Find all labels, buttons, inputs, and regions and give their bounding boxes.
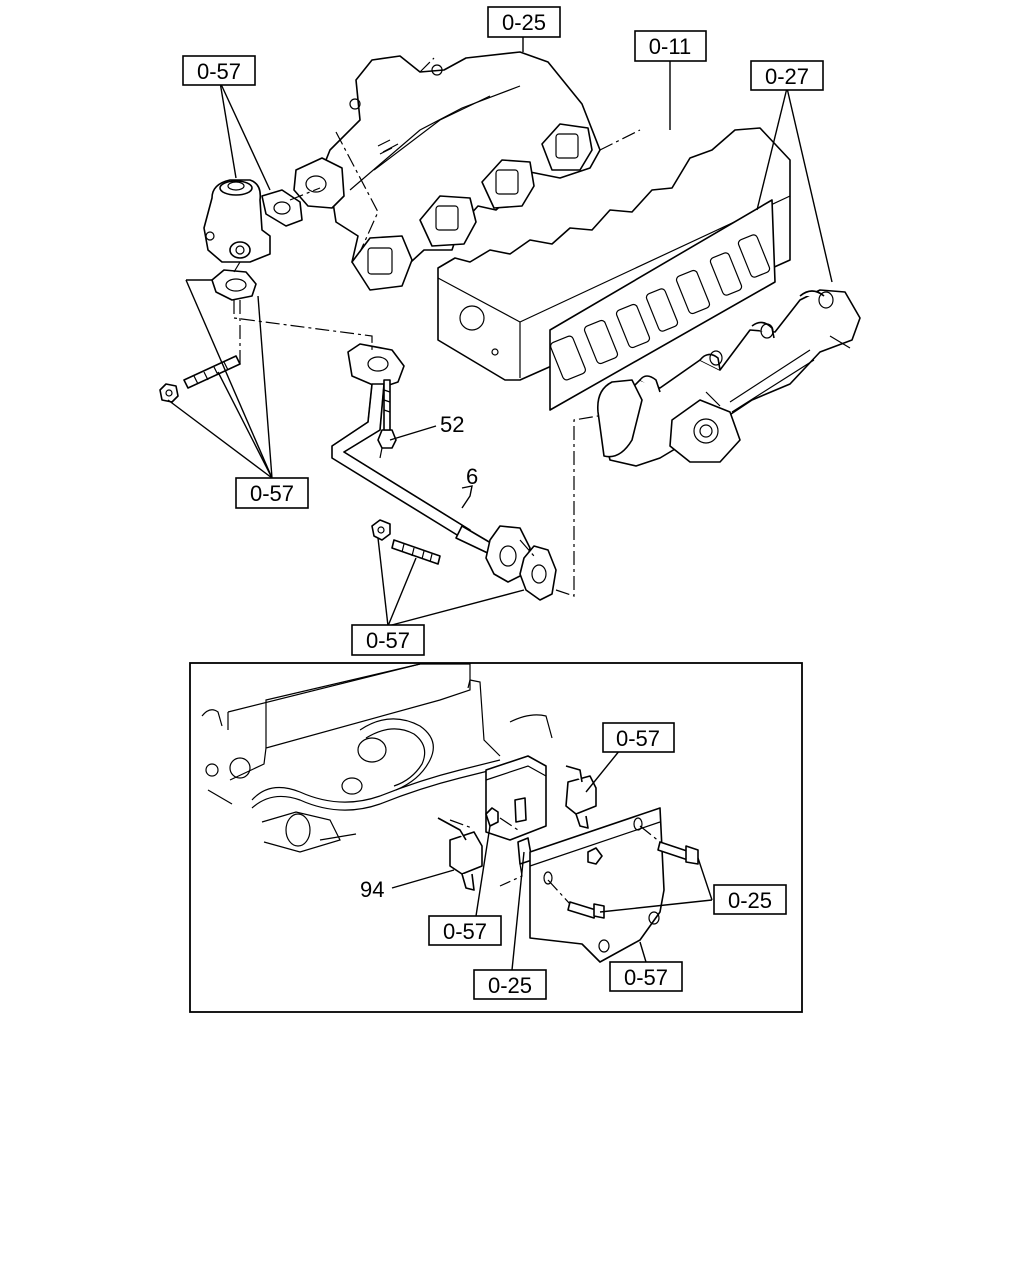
callout-fasteners-upper-ref: 0-57 (235, 477, 309, 509)
svg-text:0-27: 0-27 (765, 64, 809, 89)
inset-panel (189, 662, 803, 1013)
callout-fasteners-lower-ref: 0-57 (351, 624, 425, 656)
bolt-52 (377, 379, 397, 449)
egr-pipe (331, 343, 531, 583)
egr-pipe-gasket (519, 545, 557, 601)
callout-head-ref: 0-11 (634, 30, 707, 62)
leader-lines-upper (167, 30, 833, 627)
nut-upper (159, 383, 179, 403)
egr-gasket-side (261, 189, 303, 227)
svg-text:0-57: 0-57 (366, 628, 410, 653)
callout-inset-solenoid-ref: 0-57 (428, 915, 502, 946)
stud-lower (391, 539, 441, 565)
exhaust-manifold (596, 289, 861, 467)
svg-text:0-57: 0-57 (624, 965, 668, 990)
svg-text:0-25: 0-25 (502, 10, 546, 35)
callout-inset-bolts-ref: 0-25 (713, 884, 787, 915)
callout-manifold-ref: 0-25 (487, 6, 561, 38)
callout-exhaust-ref: 0-27 (750, 60, 824, 91)
svg-text:0-25: 0-25 (728, 888, 772, 913)
egr-valve (203, 179, 271, 263)
stud-upper (183, 355, 241, 389)
leader-lines-inset (391, 749, 713, 971)
svg-text:0-25: 0-25 (488, 973, 532, 998)
callout-pipe-part-no: 6 (466, 464, 478, 489)
callout-inset-solenoid-part-no: 94 (360, 877, 384, 902)
intake-manifold (293, 51, 601, 291)
callout-inset-stud-ref: 0-25 (473, 969, 547, 1000)
svg-text:0-57: 0-57 (250, 481, 294, 506)
callout-inset-valve-ref: 0-57 (602, 722, 675, 753)
callout-bolt-part-no: 52 (440, 412, 464, 437)
exhaust-manifold-gasket (549, 199, 776, 411)
svg-text:0-57: 0-57 (616, 726, 660, 751)
assembly-lines (233, 57, 641, 597)
nut-lower (371, 519, 391, 541)
svg-text:0-57: 0-57 (443, 919, 487, 944)
callout-egr-valve-ref: 0-57 (182, 55, 256, 86)
svg-text:0-57: 0-57 (197, 59, 241, 84)
egr-gasket-bottom (211, 269, 257, 301)
svg-text:0-11: 0-11 (649, 34, 691, 59)
callout-inset-bracket-ref: 0-57 (609, 961, 683, 992)
